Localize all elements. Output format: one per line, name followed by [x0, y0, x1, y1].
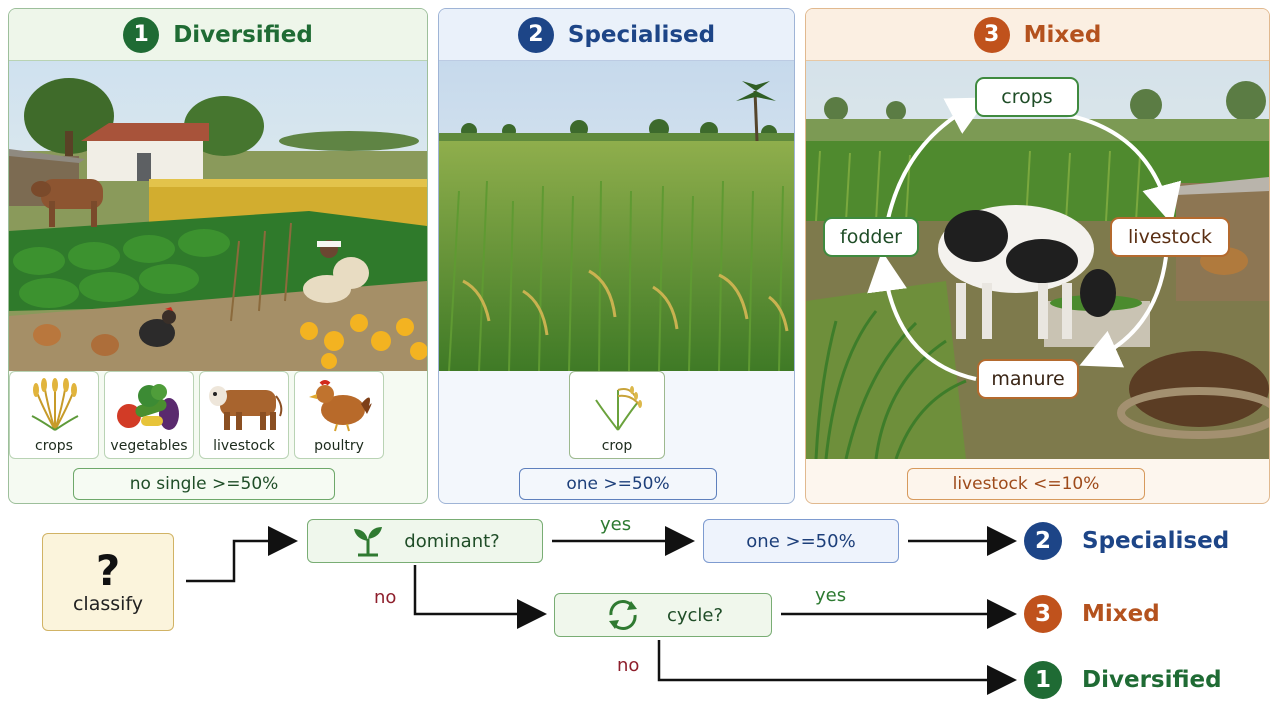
cycle-node-fodder: fodder	[823, 217, 919, 257]
mixed-farm-illustration	[806, 61, 1269, 459]
decision-label: cycle?	[666, 604, 724, 626]
component-tiles: crop	[569, 371, 665, 467]
outcome-diversified: 1 Diversified	[1024, 661, 1222, 699]
tile-vegetables: vegetables	[104, 371, 194, 459]
vegetables-icon	[117, 384, 179, 430]
tile-label: poultry	[314, 438, 364, 454]
outcome-label: Mixed	[1082, 601, 1160, 627]
decision-label: dominant?	[404, 530, 500, 552]
cycle-node-manure: manure	[977, 359, 1079, 399]
badge-number: 1	[123, 16, 160, 53]
tile-crop: crop	[569, 371, 665, 459]
badge-number: 2	[1024, 522, 1062, 560]
rule-mixed: livestock <=10%	[907, 468, 1145, 500]
chicken-icon	[309, 380, 372, 432]
panel-specialised: 2 Specialised	[438, 8, 795, 504]
edge-label-no: no	[374, 587, 397, 608]
rule-diversified: no single >=50%	[73, 468, 335, 500]
start-label: classify	[72, 593, 144, 615]
outcome-specialised: 2 Specialised	[1024, 522, 1229, 560]
start-node: ? classify	[42, 533, 174, 631]
tile-crops: crops	[9, 371, 99, 459]
panel-title: Diversified	[173, 21, 313, 48]
panel-header: 2 Specialised	[439, 9, 794, 61]
outcome-label: Diversified	[1082, 667, 1222, 693]
panel-title: Mixed	[1023, 21, 1102, 48]
result-one-dominant: one >=50%	[703, 519, 899, 563]
rice-icon	[595, 386, 642, 431]
tile-label: crop	[601, 438, 633, 454]
panel-header: 3 Mixed	[806, 9, 1269, 61]
badge-number: 1	[1024, 661, 1062, 699]
flowchart-connectors	[186, 526, 1017, 695]
badge-number: 3	[973, 16, 1010, 53]
panel-mixed: 3 Mixed	[805, 8, 1270, 504]
outcome-mixed: 3 Mixed	[1024, 595, 1160, 633]
sprout-icon	[354, 527, 383, 557]
tile-label: crops	[35, 438, 73, 454]
wheat-icon	[31, 378, 79, 431]
rule-specialised: one >=50%	[519, 468, 717, 500]
rice-field-illustration	[439, 61, 794, 371]
badge-number: 3	[1024, 595, 1062, 633]
panel-diversified: 1 Diversified	[8, 8, 428, 504]
tile-livestock: livestock	[199, 371, 289, 459]
cow-icon	[209, 386, 283, 430]
tile-poultry: poultry	[294, 371, 384, 459]
edge-label-no: no	[617, 655, 640, 676]
tile-label: livestock	[213, 438, 275, 454]
panel-title: Specialised	[567, 21, 716, 48]
cycle-icon	[608, 600, 637, 630]
outcome-label: Specialised	[1082, 528, 1230, 554]
tile-label: vegetables	[110, 438, 188, 454]
decision-dominant: dominant?	[307, 519, 543, 563]
edge-label-yes: yes	[600, 514, 632, 535]
farm-illustration-diversified	[9, 61, 427, 371]
badge-number: 2	[517, 16, 554, 53]
cycle-node-livestock: livestock	[1110, 217, 1230, 257]
question-mark-icon: ?	[95, 546, 121, 595]
decision-cycle: cycle?	[554, 593, 772, 637]
cycle-node-crops: crops	[975, 77, 1079, 117]
panel-header: 1 Diversified	[9, 9, 427, 61]
edge-label-yes: yes	[815, 585, 847, 606]
component-tiles: crops vegetables livestock	[9, 371, 384, 467]
